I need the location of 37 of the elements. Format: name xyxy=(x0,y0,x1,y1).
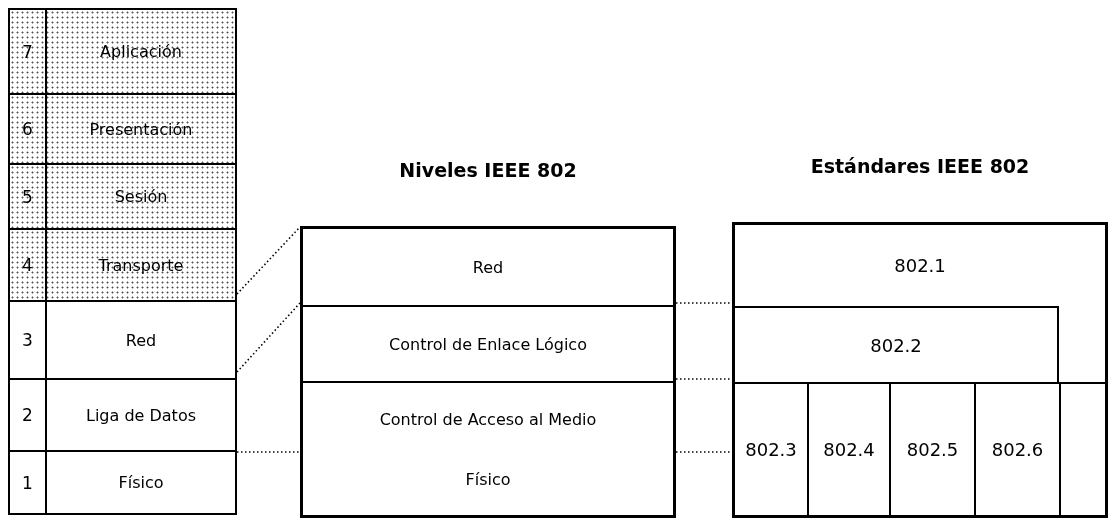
layer-name: Aplicación xyxy=(99,41,183,63)
osi-layer-row xyxy=(8,228,237,302)
layer-name: Físico xyxy=(117,472,165,494)
standard-cell xyxy=(809,382,891,515)
dotted-connector xyxy=(675,451,733,453)
empty-cell xyxy=(1059,382,1105,515)
standard-cell xyxy=(735,306,1059,382)
table-title: Niveles IEEE 802 xyxy=(398,159,578,181)
osi-layer-row xyxy=(8,450,237,515)
dotted-connector xyxy=(675,302,733,304)
cell-text: 802.1 xyxy=(894,255,946,276)
cell-text: Control de Acceso al Medio xyxy=(379,409,597,429)
cell-text: 802.6 xyxy=(991,439,1044,460)
layer-name: Presentación xyxy=(88,118,194,141)
standard-cell xyxy=(891,382,976,515)
cell-text: 802.5 xyxy=(906,439,959,460)
layer-number: 1 xyxy=(10,452,47,513)
osi-layer-row xyxy=(8,300,237,380)
layer-name: Red xyxy=(124,329,158,352)
dotted-connector xyxy=(236,226,301,295)
cell-text: Red xyxy=(472,257,504,277)
layer-name: Transporte xyxy=(97,254,185,277)
osi-layer-row xyxy=(8,93,237,165)
dotted-connector xyxy=(236,302,301,373)
cell-text: Control de Enlace Lógico xyxy=(389,334,587,354)
cell-text: 802.3 xyxy=(745,439,797,460)
cell-text: Físico xyxy=(465,469,511,489)
dotted-connector xyxy=(675,378,733,380)
layer-name: Liga de Datos xyxy=(85,404,197,427)
cell-text: 802.4 xyxy=(823,439,875,460)
layer-name: Sesión xyxy=(113,186,169,208)
table-title: Estándares IEEE 802 xyxy=(809,155,1031,177)
standard-cell xyxy=(735,382,809,515)
osi-layer-row xyxy=(8,378,237,452)
osi-layer-row xyxy=(8,163,237,230)
cell-text: 802.2 xyxy=(870,334,922,356)
osi-layer-row xyxy=(8,8,237,95)
